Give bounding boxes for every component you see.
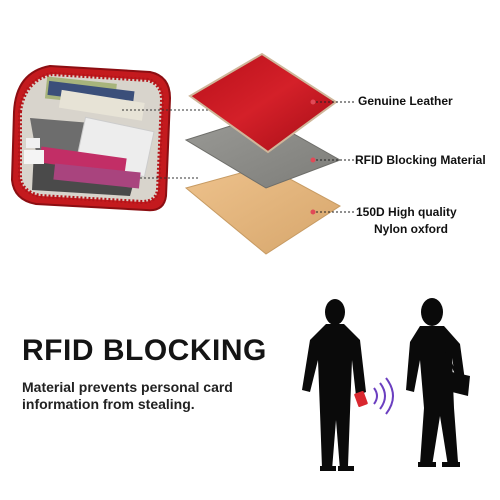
callout-dot	[310, 157, 316, 163]
layer-label-rfid: RFID Blocking Material	[355, 153, 486, 167]
tagline-line2: information from stealing.	[22, 396, 195, 412]
layer-label-nylon-line2: Nylon oxford	[374, 222, 448, 236]
layer-callouts	[310, 99, 356, 215]
callout-dot	[310, 99, 316, 105]
card-icon	[354, 390, 368, 408]
layer-nylon	[184, 165, 341, 255]
person-silhouette-icon	[302, 299, 366, 471]
wallet-image	[10, 64, 172, 212]
callout-dot	[310, 209, 316, 215]
tagline: Material prevents personal card informat…	[22, 379, 262, 413]
tagline-line1: Material prevents personal card	[22, 379, 233, 395]
person-silhouette-icon	[406, 298, 470, 467]
layer-label-leather: Genuine Leather	[358, 94, 453, 108]
layer-label-nylon: 150D High quality	[356, 205, 457, 219]
rfid-signal-icon	[373, 377, 394, 415]
headline: RFID BLOCKING	[22, 334, 267, 367]
